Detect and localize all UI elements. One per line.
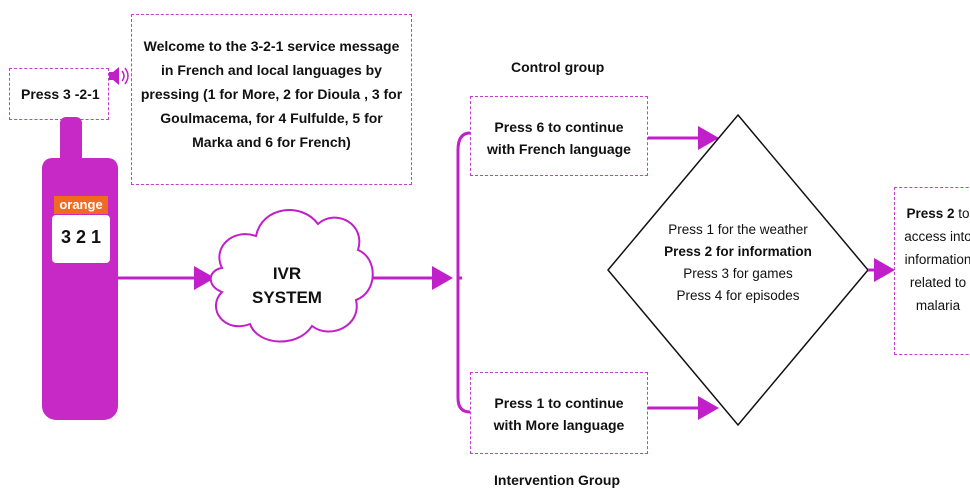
phone-screen [52, 215, 110, 263]
malaria-info-box [894, 187, 970, 355]
malaria-info-line-1: Press 2 to [896, 202, 970, 225]
menu-option-information: Press 2 for information [664, 244, 812, 259]
french-option-box [470, 96, 648, 176]
welcome-line-5: Marka and 6 for French) [192, 134, 351, 150]
more-option-line-2: with More language [493, 417, 625, 433]
speaker-icon [108, 67, 129, 85]
malaria-info-to: to [954, 206, 970, 221]
ivr-line-1: IVR [272, 264, 302, 283]
phone-antenna [60, 117, 82, 163]
welcome-line-3: pressing (1 for More, 2 for Dioula , 3 f… [140, 86, 403, 102]
split-connector [456, 131, 471, 414]
malaria-info-press2: Press 2 [906, 206, 955, 221]
malaria-info-line-2: access into [904, 229, 970, 244]
malaria-info-text: Press 2 to access into information relat… [896, 202, 970, 317]
welcome-line-1: Welcome to the 3-2-1 service message [143, 38, 400, 54]
ivr-cloud [209, 209, 374, 343]
phone-brand: orange [54, 196, 108, 214]
menu-diamond [607, 113, 869, 427]
intervention-group-label: Intervention Group [494, 472, 620, 488]
welcome-line-2: in French and local languages by [161, 62, 382, 78]
french-option-line-1: Press 6 to continue [494, 119, 624, 135]
more-option-box [470, 372, 648, 454]
control-group-label: Control group [511, 59, 605, 75]
french-option-text: Press 6 to continue with French language [472, 116, 646, 160]
menu-option-episodes: Press 4 for episodes [676, 288, 800, 303]
french-option-line-2: with French language [487, 141, 631, 157]
malaria-info-line-4: related to [909, 275, 967, 290]
malaria-info-line-5: malaria [915, 298, 961, 313]
menu-option-weather: Press 1 for the weather [668, 222, 808, 237]
menu-options: Press 1 for the weather Press 2 for info… [658, 219, 818, 307]
more-option-line-1: Press 1 to continue [494, 395, 624, 411]
ivr-system-label: IVR SYSTEM [232, 262, 342, 310]
welcome-line-4: Goulmacema, for 4 Fulfulde, 5 for [160, 110, 383, 126]
malaria-info-line-3: information [904, 252, 970, 267]
welcome-message-box [131, 14, 412, 185]
phone-digits: 3 2 1 [60, 227, 102, 247]
welcome-message: Welcome to the 3-2-1 service message in … [133, 34, 410, 154]
menu-option-games: Press 3 for games [683, 266, 793, 281]
more-option-text: Press 1 to continue with More language [472, 392, 646, 436]
press-321-box [9, 68, 109, 120]
press-321-label: Press 3 -2-1 [21, 86, 100, 102]
ivr-line-2: SYSTEM [252, 288, 322, 307]
